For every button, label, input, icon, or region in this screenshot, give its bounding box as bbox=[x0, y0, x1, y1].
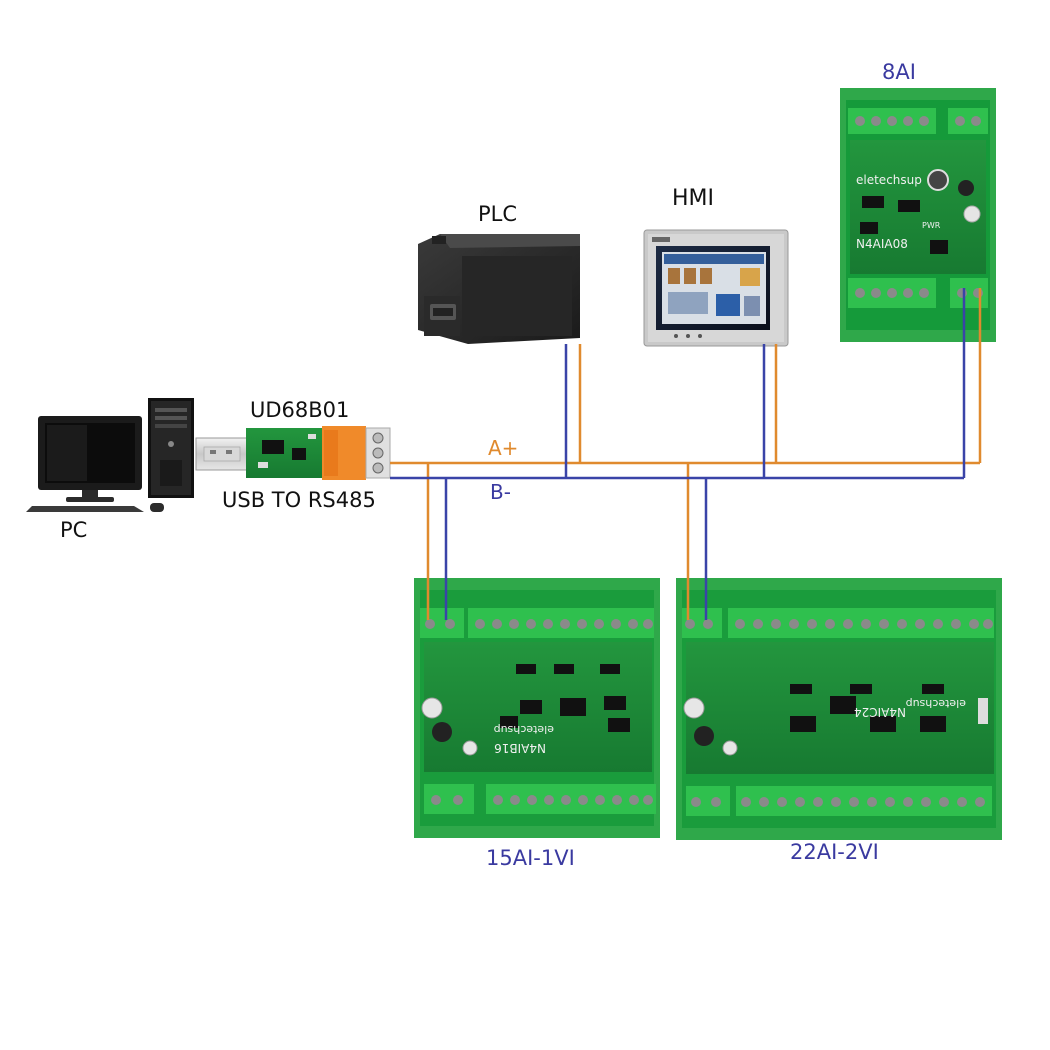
module-22ai bbox=[676, 578, 1002, 840]
module-22ai-label: 22AI-2VI bbox=[790, 840, 879, 864]
plc-device bbox=[418, 234, 580, 344]
converter-subtitle-label: USB TO RS485 bbox=[222, 488, 376, 512]
board-brand-22ai: eletechsup bbox=[906, 697, 966, 710]
plc-label: PLC bbox=[478, 202, 518, 226]
module-15ai-label: 15AI-1VI bbox=[486, 846, 575, 870]
board-model-15ai: N4AIB16 bbox=[494, 741, 546, 755]
converter-title-label: UD68B01 bbox=[250, 398, 350, 422]
hmi-device bbox=[643, 229, 789, 347]
wire-b-minus bbox=[390, 288, 966, 620]
board-model-8ai: N4AIA08 bbox=[856, 237, 908, 251]
usb-rs485-converter bbox=[195, 426, 391, 480]
board-brand-15ai: eletechsup bbox=[494, 723, 554, 736]
wire-a-plus bbox=[390, 288, 982, 620]
pc-icon bbox=[26, 398, 194, 512]
bus-a-label: A+ bbox=[488, 436, 519, 460]
module-8ai-label: 8AI bbox=[882, 60, 916, 84]
board-model-22ai: N4AIC24 bbox=[854, 705, 906, 719]
board-brand-8ai: eletechsup bbox=[856, 173, 922, 187]
pc-label: PC bbox=[60, 518, 88, 542]
hmi-label: HMI bbox=[672, 186, 715, 211]
board-pwr-8ai: PWR bbox=[922, 221, 941, 230]
bus-b-label: B- bbox=[490, 480, 511, 504]
module-15ai bbox=[414, 578, 660, 838]
module-8ai bbox=[840, 88, 996, 342]
